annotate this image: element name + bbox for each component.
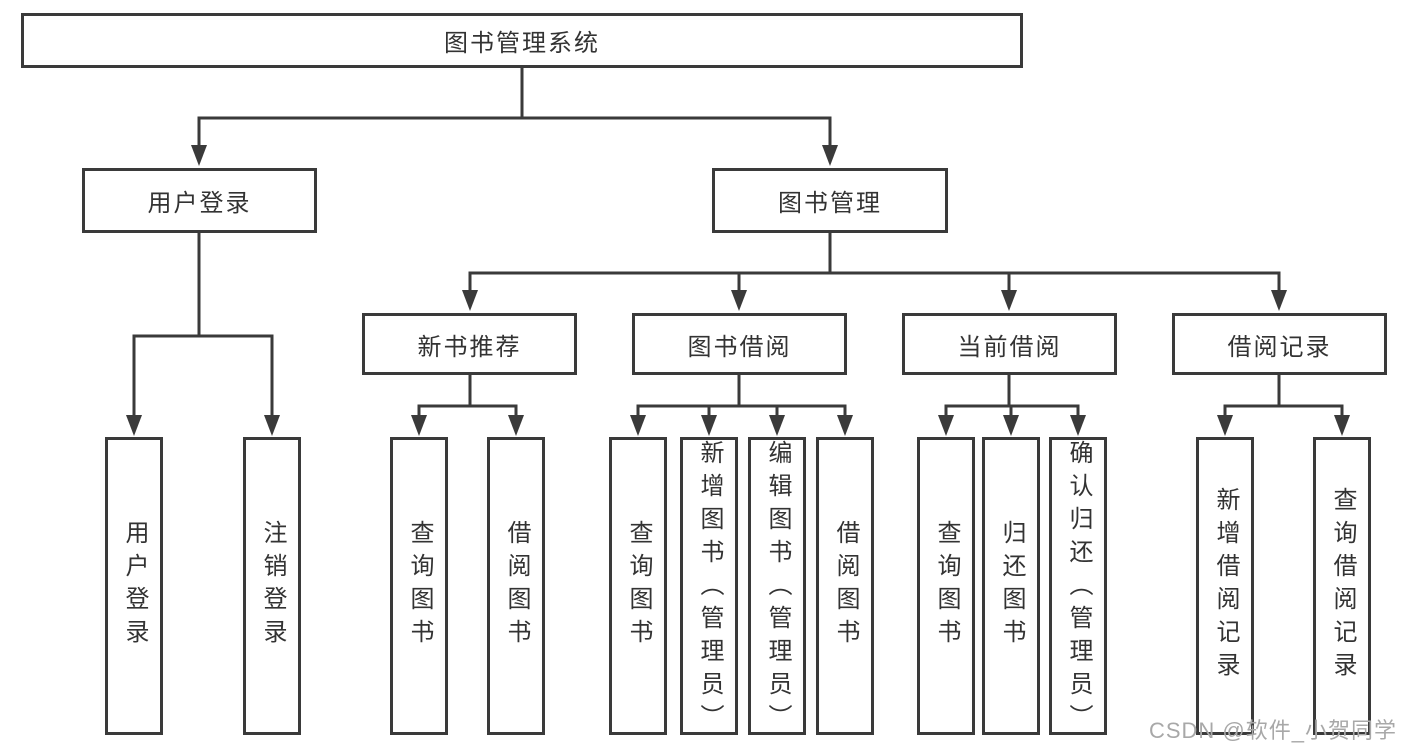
node-new-book-rec-label: 新书推荐 bbox=[417, 333, 522, 361]
connector-book-borrow-to-leaves bbox=[630, 373, 853, 436]
node-root-label: 图书管理系统 bbox=[444, 30, 600, 57]
leaf-borrow-edit-books-admin: 编辑图书（管理员） bbox=[748, 437, 806, 737]
leaf-records-query-record: 查询借阅记录 bbox=[1313, 437, 1371, 735]
leaf-current-query-books: 查询图书 bbox=[917, 437, 975, 735]
connector-root-to-level2 bbox=[191, 66, 838, 166]
leaf-current-return-books-label: 归还图书 bbox=[998, 520, 1025, 652]
node-user-login-label: 用户登录 bbox=[147, 190, 252, 217]
leaf-newrec-query-books: 查询图书 bbox=[390, 437, 448, 735]
csdn-watermark: CSDN @软件_小贺同学 bbox=[1148, 718, 1397, 743]
leaf-current-query-books-label: 查询图书 bbox=[933, 520, 960, 652]
leaf-newrec-borrow-books: 借阅图书 bbox=[487, 437, 545, 735]
leaf-borrow-add-books-admin-label: 新增图书（管理员） bbox=[696, 440, 723, 737]
node-book-borrow: 图书借阅 bbox=[632, 313, 847, 375]
node-user-login: 用户登录 bbox=[82, 168, 317, 233]
node-borrow-records-label: 借阅记录 bbox=[1227, 333, 1332, 361]
leaf-newrec-borrow-books-label: 借阅图书 bbox=[503, 520, 530, 652]
leaf-records-add-record-label: 新增借阅记录 bbox=[1212, 487, 1239, 685]
node-current-borrow: 当前借阅 bbox=[902, 313, 1117, 375]
leaf-current-confirm-return-admin-label: 确认归还（管理员） bbox=[1065, 440, 1092, 737]
connector-new-book-rec-to-leaves bbox=[411, 373, 524, 436]
leaf-newrec-query-books-label: 查询图书 bbox=[406, 520, 433, 652]
connector-current-borrow-to-leaves bbox=[938, 373, 1086, 436]
node-borrow-records: 借阅记录 bbox=[1172, 313, 1387, 375]
node-root: 图书管理系统 bbox=[21, 13, 1023, 68]
leaf-current-confirm-return-admin: 确认归还（管理员） bbox=[1049, 437, 1107, 737]
leaf-user-login-label: 用户登录 bbox=[121, 520, 148, 652]
leaf-current-return-books: 归还图书 bbox=[982, 437, 1040, 735]
node-book-mgmt: 图书管理 bbox=[712, 168, 948, 233]
connector-book-mgmt-to-level3 bbox=[462, 231, 1287, 311]
leaf-records-add-record: 新增借阅记录 bbox=[1196, 437, 1254, 735]
leaf-borrow-query-books: 查询图书 bbox=[609, 437, 667, 735]
node-new-book-rec: 新书推荐 bbox=[362, 313, 577, 375]
leaf-borrow-edit-books-admin-label: 编辑图书（管理员） bbox=[764, 440, 791, 737]
leaf-borrow-borrow-books: 借阅图书 bbox=[816, 437, 874, 735]
node-book-borrow-label: 图书借阅 bbox=[687, 333, 792, 361]
node-current-borrow-label: 当前借阅 bbox=[957, 333, 1062, 361]
leaf-logout-label: 注销登录 bbox=[259, 520, 286, 652]
leaf-records-query-record-label: 查询借阅记录 bbox=[1329, 487, 1356, 685]
connector-borrow-records-to-leaves bbox=[1217, 373, 1350, 436]
leaf-logout: 注销登录 bbox=[243, 437, 301, 735]
leaf-borrow-query-books-label: 查询图书 bbox=[625, 520, 652, 652]
leaf-borrow-borrow-books-label: 借阅图书 bbox=[832, 520, 859, 652]
leaf-borrow-add-books-admin: 新增图书（管理员） bbox=[680, 437, 738, 737]
leaf-user-login: 用户登录 bbox=[105, 437, 163, 735]
node-book-mgmt-label: 图书管理 bbox=[778, 190, 882, 217]
connector-user-login-to-leaves bbox=[126, 231, 280, 436]
